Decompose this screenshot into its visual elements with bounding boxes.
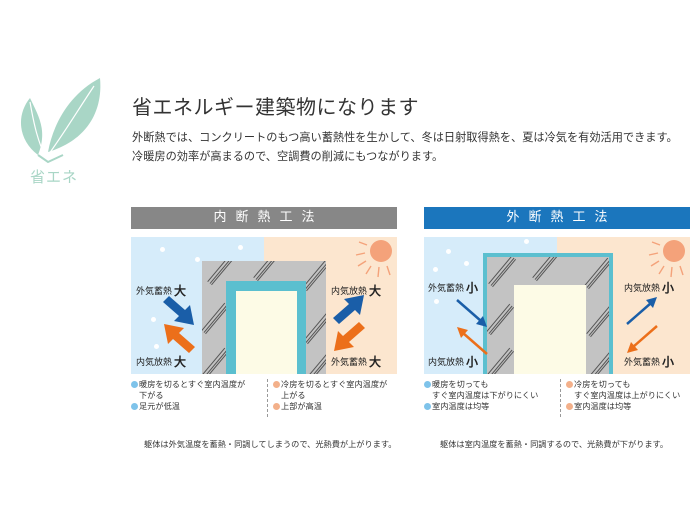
internal-insulation-diagram: 外気蓄熱大 内気放熱大 内気放熱大 外気蓄熱大 [131, 237, 397, 374]
bullet-orange-icon [566, 381, 573, 388]
winter-notes: 暖房を切るとすぐ室内温度が下がる 足元が低温 [131, 379, 245, 412]
internal-insulation-panel: 内断熱工法 [131, 207, 397, 419]
bullet-blue-icon [424, 403, 431, 410]
arrow-in-orange-icon [334, 322, 365, 351]
page-title: 省エネルギー建築物になります [132, 95, 419, 119]
snowflake-icon [195, 257, 200, 262]
logo-label: 省エネ [30, 168, 79, 186]
internal-notes: 暖房を切るとすぐ室内温度が下がる 足元が低温 冷房を切るとすぐ室内温度が上がる … [131, 379, 397, 419]
interior-room [514, 285, 586, 374]
internal-footnote: 躯体は外気温度を蓄熱・同調してしまうので、光熱費が上がります。 [144, 439, 397, 449]
snowflake-icon [154, 344, 159, 349]
external-footnote: 躯体は室内温度を蓄熱・同調するので、光熱費が下がります。 [440, 439, 669, 449]
summer-notes: 冷房を切るとすぐ室内温度が上がる 上部が高温 [273, 379, 387, 412]
summer-notes: 冷房を切ってもすぐ室内温度は上がりにくい 室内温度は均等 [566, 379, 680, 412]
bullet-blue-icon [424, 381, 431, 388]
eco-logo: 省エネ [8, 70, 108, 190]
panel-title: 外断熱工法 [424, 207, 690, 229]
bullet-blue-icon [131, 403, 138, 410]
external-insulation-panel: 外断熱工法 [424, 207, 690, 419]
panel-title: 内断熱工法 [131, 207, 397, 229]
label-outside-heat-storage: 外気蓄熱小 [624, 355, 675, 369]
label-inside-heat-release: 内気放熱小 [428, 355, 479, 369]
arrow-in-orange-icon [627, 325, 658, 353]
snowflake-icon [151, 317, 156, 322]
leaf-icon [20, 78, 101, 164]
arrow-out-blue-icon [333, 295, 364, 324]
sun-icon [355, 240, 392, 278]
sun-icon [648, 240, 685, 278]
arrow-in-blue-icon [456, 299, 487, 327]
snowflake-icon [434, 299, 439, 304]
divider [267, 379, 268, 417]
snowflake-icon [160, 247, 165, 252]
bullet-orange-icon [566, 403, 573, 410]
snowflake-icon [238, 245, 243, 250]
winter-notes: 暖房を切ってもすぐ室内温度は下がりにくい 室内温度は均等 [424, 379, 538, 412]
bullet-orange-icon [273, 403, 280, 410]
bullet-orange-icon [273, 381, 280, 388]
label-outside-heat-storage: 外気蓄熱大 [331, 355, 382, 369]
description-line: 冷暖房の効率が高まるので、空調費の削減にもつながります。 [132, 150, 444, 163]
snowflake-icon [446, 249, 451, 254]
bullet-blue-icon [131, 381, 138, 388]
divider [560, 379, 561, 417]
external-insulation-diagram: 外気蓄熱小 内気放熱小 内気放熱小 外気蓄熱小 [424, 237, 690, 374]
snowflake-icon [433, 267, 438, 272]
label-inside-heat-release: 内気放熱大 [136, 355, 187, 369]
interior-room [236, 291, 297, 374]
arrow-out-orange-icon [164, 324, 195, 353]
snowflake-icon [464, 261, 469, 266]
snowflake-icon [524, 239, 529, 244]
label-outside-heat-storage: 外気蓄熱小 [428, 281, 479, 295]
arrow-out-orange-icon [457, 327, 488, 355]
arrow-out-blue-icon [626, 297, 657, 325]
arrow-in-blue-icon [163, 296, 194, 325]
description-line: 外断熱では、コンクリートのもつ高い蓄熱性を生かして、冬は日射取得熱を、夏は冷気を… [132, 131, 678, 144]
label-inside-heat-release: 内気放熱小 [624, 281, 675, 295]
description: 外断熱では、コンクリートのもつ高い蓄熱性を生かして、冬は日射取得熱を、夏は冷気を… [132, 128, 678, 166]
label-outside-heat-storage: 外気蓄熱大 [136, 284, 187, 298]
external-notes: 暖房を切ってもすぐ室内温度は下がりにくい 室内温度は均等 冷房を切ってもすぐ室内… [424, 379, 690, 419]
label-inside-heat-release: 内気放熱大 [331, 284, 382, 298]
